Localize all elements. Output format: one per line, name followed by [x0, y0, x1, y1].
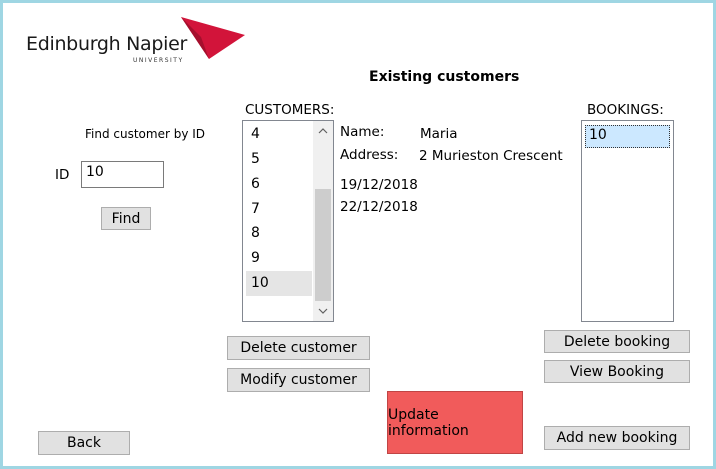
delete-customer-button[interactable]: Delete customer: [227, 336, 370, 360]
selected-booking-highlight: [585, 125, 670, 148]
delete-booking-button[interactable]: Delete booking: [544, 330, 690, 353]
customers-listbox[interactable]: 4 5 6 7 8 9 10: [242, 120, 334, 322]
booking-item-selected[interactable]: 10: [589, 127, 607, 143]
list-item[interactable]: 9: [251, 250, 260, 266]
logo-text: Edinburgh Napier: [26, 33, 188, 55]
page-title: Existing customers: [369, 69, 520, 85]
name-label: Name:: [340, 124, 385, 140]
logo-triangle-icon: [181, 17, 245, 59]
bookings-listbox[interactable]: 10: [581, 120, 674, 322]
modify-customer-button[interactable]: Modify customer: [227, 368, 370, 392]
find-customer-label: Find customer by ID: [85, 127, 206, 141]
list-item[interactable]: 8: [251, 225, 260, 241]
back-button[interactable]: Back: [38, 431, 130, 455]
scroll-down-icon[interactable]: [318, 307, 328, 315]
scroll-thumb[interactable]: [315, 189, 331, 301]
id-label: ID: [55, 167, 70, 183]
id-input[interactable]: 10: [81, 161, 164, 188]
customers-label: CUSTOMERS:: [245, 102, 335, 118]
update-information-button[interactable]: Update information: [387, 391, 523, 454]
list-item[interactable]: 7: [251, 201, 260, 217]
booking-date-2: 22/12/2018: [340, 199, 418, 215]
view-booking-button[interactable]: View Booking: [544, 360, 690, 383]
list-item[interactable]: 4: [251, 126, 260, 142]
list-item-selected[interactable]: 10: [251, 275, 269, 291]
bookings-label: BOOKINGS:: [587, 102, 664, 118]
list-item[interactable]: 6: [251, 176, 260, 192]
selected-row-highlight: [246, 271, 312, 296]
name-value: Maria: [420, 126, 458, 142]
address-value: 2 Murieston Crescent: [419, 148, 563, 164]
booking-date-1: 19/12/2018: [340, 177, 418, 193]
find-button[interactable]: Find: [101, 207, 151, 230]
scroll-up-icon[interactable]: [318, 127, 328, 135]
add-new-booking-button[interactable]: Add new booking: [544, 426, 690, 450]
address-label: Address:: [340, 147, 399, 163]
list-item[interactable]: 5: [251, 151, 260, 167]
logo-subtext: UNIVERSITY: [133, 57, 184, 64]
customers-scrollbar[interactable]: [313, 121, 333, 321]
